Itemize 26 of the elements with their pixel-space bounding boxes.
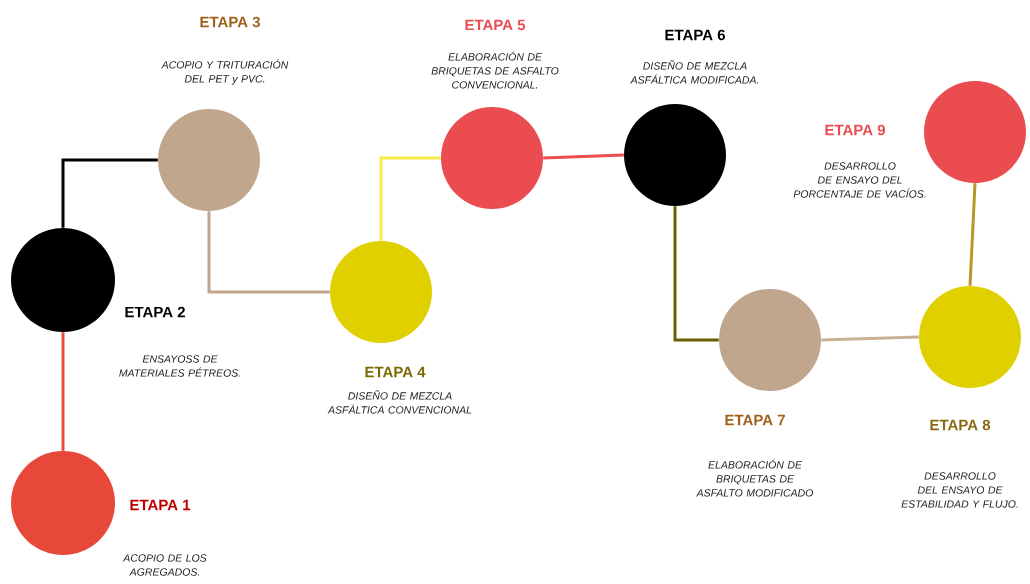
connector-line bbox=[61, 158, 158, 228]
connector-line bbox=[61, 332, 65, 451]
connector-line bbox=[968, 183, 977, 286]
stage-description: DESARROLLO DE ENSAYO DEL PORCENTAJE DE VACÍOS. bbox=[793, 162, 926, 198]
connector-line bbox=[207, 211, 330, 294]
stage-description: DISEÑO DE MEZCLA ASFÁLTICA MODIFICADA. bbox=[630, 60, 759, 84]
connector-line bbox=[673, 206, 719, 342]
stage-heading: ETAPA 5 bbox=[465, 19, 526, 31]
stage-description: ACOPIO Y TRITURACIÓN DEL PET y PVC. bbox=[161, 59, 289, 85]
stage-heading: ETAPA 8 bbox=[930, 419, 991, 431]
stage-heading: ETAPA 3 bbox=[200, 16, 260, 28]
stage-heading: ETAPA 1 bbox=[130, 499, 191, 511]
stage-description: ELABORACIÓN DE BRIQUETAS DE ASFALTO CONVENCIONAL. bbox=[431, 51, 559, 89]
stage-description: DESARROLLO DEL ENSAYO DE ESTABILIDAD Y FLUJO. bbox=[901, 472, 1018, 508]
stage-description: ACOPIO DE LOS AGREGADOS. bbox=[122, 554, 207, 576]
stage-heading: ETAPA 6 bbox=[665, 29, 725, 41]
connector-line bbox=[379, 156, 441, 241]
stage-heading: ETAPA 7 bbox=[725, 414, 785, 426]
stage-description: ENSAYOSS DE MATERIALES PÉTREOS. bbox=[119, 355, 240, 377]
connector-line bbox=[543, 153, 624, 160]
connector-line bbox=[821, 335, 919, 342]
stage-heading: ETAPA 9 bbox=[825, 124, 885, 136]
stage-description: ELABORACIÓN DE BRIQUETAS DE ASFALTO MODIFICADO bbox=[696, 459, 814, 497]
stage-heading: ETAPA 4 bbox=[365, 366, 426, 378]
stage-description: DISEÑO DE MEZCLA ASFÁLTICA CONVENCIONAL bbox=[327, 390, 472, 414]
stage-heading: ETAPA 2 bbox=[125, 306, 185, 318]
